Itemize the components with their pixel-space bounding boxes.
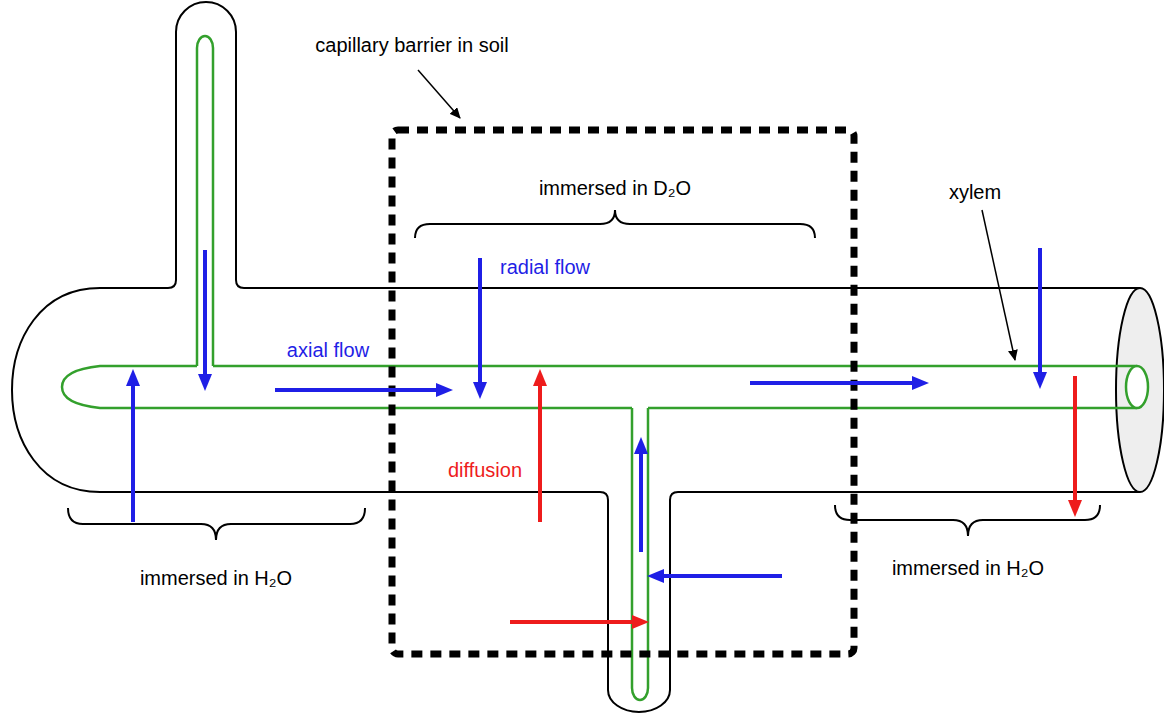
flow-arrow <box>639 446 643 552</box>
diffusion-arrow <box>510 620 640 624</box>
leader-line <box>982 210 1015 360</box>
flow-arrow <box>275 388 444 392</box>
region-label: immersed in H₂O <box>140 566 292 590</box>
callout-label: xylem <box>949 180 1001 204</box>
root-top-edge <box>100 2 1140 288</box>
root-tip <box>12 288 100 492</box>
flow-arrow <box>1038 248 1042 380</box>
flow-label: radial flow <box>500 255 590 279</box>
brace <box>835 505 1100 536</box>
flow-arrow <box>656 574 782 578</box>
region-label: immersed in D₂O <box>539 176 691 200</box>
xylem-cut-face <box>1126 366 1148 408</box>
root-outline <box>12 2 1164 712</box>
braces <box>68 210 1100 540</box>
flow-arrow <box>203 250 207 382</box>
leader-lines <box>418 70 1015 360</box>
xylem-vessel <box>62 36 1148 700</box>
flow-arrow <box>131 378 135 522</box>
capillary-barrier <box>392 130 854 654</box>
flow-arrow <box>750 381 920 385</box>
region-label: immersed in H₂O <box>892 556 1044 580</box>
brace <box>415 210 815 238</box>
flow-label: diffusion <box>448 458 522 482</box>
water-flow-arrows <box>133 248 1040 576</box>
xylem-main <box>62 366 1137 408</box>
diffusion-arrow <box>538 378 542 522</box>
root-cut-face <box>1116 288 1164 492</box>
callout-label: capillary barrier in soil <box>315 33 508 57</box>
flow-arrow <box>478 258 482 390</box>
diffusion-arrow <box>1073 376 1077 508</box>
flow-label: axial flow <box>287 338 369 362</box>
diffusion-arrows <box>510 376 1075 622</box>
leader-line <box>418 70 460 118</box>
brace <box>68 508 365 540</box>
